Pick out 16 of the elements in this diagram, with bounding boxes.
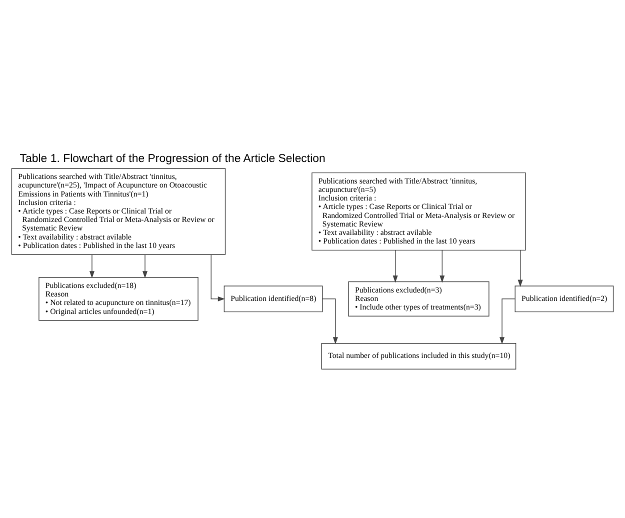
arrow bbox=[210, 254, 226, 301]
arrow bbox=[142, 254, 148, 278]
node-box: Total number of publications included in this study(n=10) bbox=[321, 342, 516, 369]
arrow bbox=[518, 249, 523, 286]
arrow bbox=[392, 249, 398, 282]
node-box: Publications searched with Title/Abstract 'tinnitus, acupuncture'(n=25), 'Impact of Acupuncture on Otoacoustic Emissions in Patients with Tinnitus'(n=1) Inclusion criteria : • Article types : Case Reports or Clinical Trial or Randomized Controlled Trial or Meta-Analysis or Review or Systematic Review • Text availability : abstract avilable • Publication dates : Published in the last 10 years bbox=[11, 168, 226, 254]
diagram-title: Table 1. Flowchart of the Progression of the Article Selection bbox=[20, 152, 326, 164]
arrow bbox=[322, 298, 338, 344]
node-box: Publications excluded(n=3) Reason • Include other types of treatments(n=3) bbox=[348, 280, 490, 316]
arrow bbox=[440, 249, 445, 282]
arrow bbox=[89, 254, 94, 278]
node-box: Publications searched with Title/Abstract 'tinnitus, acupuncture'(n=5) Inclusion criteria : • Article types : Case Reports or Clinical Trial or Randomized Controlled Trial or Meta-Analysis or Review or Systematic Review • Text availability : abstract avilable • Publication dates : Published in the last 10 years bbox=[312, 172, 526, 250]
node-box: Publications excluded(n=18) Reason • Not related to acupuncture on tinnitus(n=17) • Original articles unfounded(n=1) bbox=[38, 276, 198, 320]
arrow bbox=[500, 298, 516, 344]
node-box: Publication identified(n=2) bbox=[514, 285, 614, 312]
node-box: Publication identified(n=8) bbox=[224, 285, 323, 312]
